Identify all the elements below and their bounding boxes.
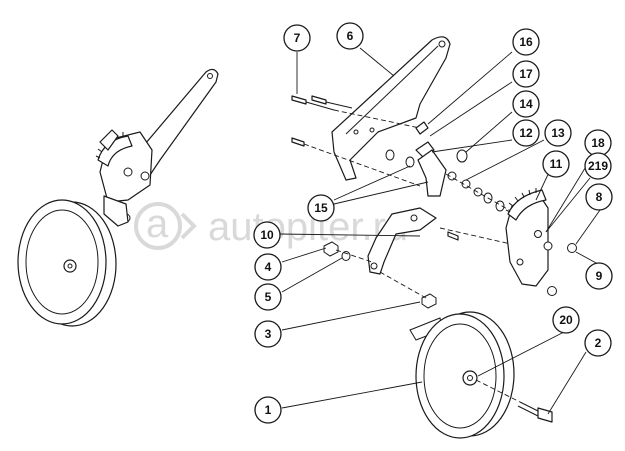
part-nut-8 — [567, 243, 577, 253]
callout-15: 15 — [307, 194, 335, 222]
svg-text:6: 6 — [347, 29, 354, 43]
callout-1: 1 — [254, 396, 282, 424]
part-nut-bracket — [547, 286, 557, 296]
svg-text:20: 20 — [559, 313, 573, 327]
part-toothed-sector — [507, 189, 547, 221]
washer-a — [385, 149, 395, 161]
svg-text:219: 219 — [588, 159, 608, 173]
part-link-10 — [367, 207, 437, 275]
callout-3: 3 — [254, 320, 282, 348]
svg-text:4: 4 — [265, 260, 272, 274]
callout-11: 11 — [542, 150, 570, 178]
assembled-toothed-sector — [97, 135, 133, 167]
callout-16: 16 — [512, 28, 540, 56]
callout-9: 9 — [585, 262, 613, 290]
callout-7: 7 — [283, 24, 311, 52]
callout-219: 219 — [584, 152, 612, 180]
callout-18: 18 — [584, 129, 612, 157]
svg-text:18: 18 — [591, 136, 605, 150]
callout-10: 10 — [253, 221, 281, 249]
svg-text:9: 9 — [596, 269, 603, 283]
svg-text:2: 2 — [595, 336, 602, 350]
part-bolts-7 — [291, 95, 353, 147]
assembled-view — [17, 68, 219, 327]
part-bolt-16 — [415, 121, 429, 135]
callout-6: 6 — [336, 22, 364, 50]
assembled-wheel-face — [17, 199, 107, 325]
part-nut-4 — [323, 241, 339, 257]
part-arm — [331, 36, 451, 181]
part-spring-12 — [415, 141, 435, 159]
svg-text:11: 11 — [550, 157, 563, 171]
callout-5: 5 — [254, 283, 282, 311]
part-wheel-face — [415, 313, 505, 439]
svg-text:13: 13 — [551, 126, 565, 140]
callout-4: 4 — [254, 253, 282, 281]
svg-text:16: 16 — [519, 35, 533, 49]
callouts: 7 6 16 17 14 12 13 18 — [253, 22, 613, 424]
callout-2: 2 — [584, 329, 612, 357]
svg-text:3: 3 — [265, 327, 272, 341]
callout-8: 8 — [585, 183, 613, 211]
svg-text:10: 10 — [260, 228, 274, 242]
assembled-arm — [139, 68, 219, 176]
leader-lines — [279, 47, 601, 415]
part-washer-14 — [456, 149, 468, 163]
callout-13: 13 — [544, 119, 572, 147]
callout-14: 14 — [512, 90, 540, 118]
watermark-logo-chevron — [180, 212, 197, 240]
assembled-lever — [99, 129, 119, 151]
watermark-logo-circle — [134, 202, 182, 250]
watermark-logo-letter: a — [146, 202, 169, 246]
svg-text:17: 17 — [519, 67, 533, 81]
svg-text:8: 8 — [596, 190, 603, 204]
assembled-hub — [63, 259, 77, 273]
svg-text:12: 12 — [519, 126, 533, 140]
callout-12: 12 — [512, 119, 540, 147]
part-lever-13 — [417, 149, 447, 197]
svg-text:7: 7 — [294, 31, 301, 45]
svg-text:1: 1 — [265, 403, 272, 417]
assembled-link — [103, 195, 129, 227]
part-nut-3 — [421, 293, 437, 309]
exploded-view — [291, 36, 577, 439]
svg-text:5: 5 — [265, 290, 272, 304]
callout-20: 20 — [552, 306, 580, 334]
part-bolt-2 — [537, 407, 553, 423]
svg-text:14: 14 — [519, 97, 533, 111]
part-washer-5 — [341, 251, 351, 261]
svg-text:15: 15 — [314, 201, 328, 215]
callout-17: 17 — [512, 60, 540, 88]
part-hub-20 — [462, 370, 478, 386]
washer-b — [405, 156, 415, 168]
